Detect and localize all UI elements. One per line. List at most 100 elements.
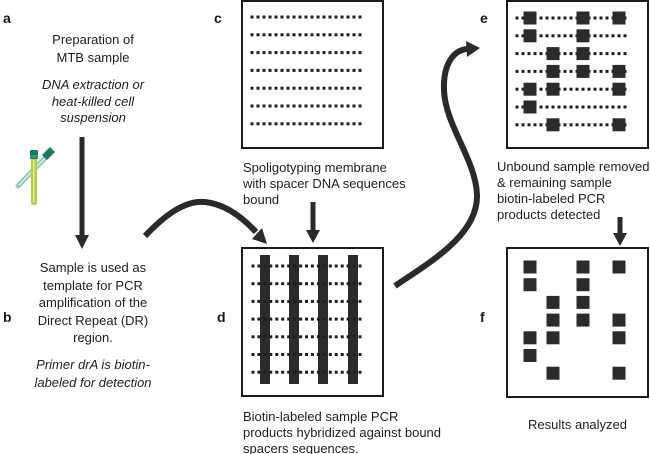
spacer-dot [310,68,314,72]
spacer-dot [605,105,609,109]
spacer-dot [352,51,356,55]
spacer-dot [605,69,609,73]
spacer-dot [316,317,320,321]
spacer-dot [334,353,338,356]
spacer-dot [251,353,255,356]
spacer-dot [269,264,273,268]
spacer-dot [340,264,344,268]
spacer-dot [539,69,543,73]
spacer-dot [293,264,297,268]
spacer-dot [334,68,338,72]
hybridization-signal [546,47,560,61]
hybridization-signal [576,47,590,61]
panel-b-text-line: template for PCR [43,277,143,293]
spacer-dot [250,86,254,90]
spacer-dot [251,282,255,286]
spacer-dot [268,33,272,37]
spacer-dot [256,86,260,90]
spacer-dot [569,87,573,91]
spacer-dot [563,87,567,91]
spacer-dot [316,299,320,303]
spacer-dot [358,104,362,108]
spacer-dot [310,282,314,286]
spacer-dot [263,264,267,268]
panel-label-d: d [217,309,226,325]
spacer-dot [334,86,338,90]
spacer-dot [310,299,314,303]
spacer-dot [316,353,320,356]
spacer-dot [299,299,303,303]
panel-e-caption-line: products detected [497,207,601,222]
spacer-dot [250,122,254,126]
spacer-dot [292,51,296,55]
spacer-dot [287,317,291,321]
spacer-dot [358,68,362,72]
spacer-dot [346,86,350,90]
spacer-dot [617,52,621,56]
spacer-dot [262,51,266,55]
spacer-dots-d [251,264,362,374]
spacer-dot [286,86,290,90]
spacer-dot [557,16,561,20]
spacer-dot [352,86,356,90]
hybridization-signal [546,82,560,96]
spacer-dot [569,52,573,56]
spacer-dot [256,33,260,37]
spacer-dot [316,68,320,72]
spacer-dot [298,15,302,19]
spacer-dot [605,87,609,91]
spacer-dot [257,353,261,356]
membrane-box-c [241,0,384,149]
hybridization-signal [612,64,626,78]
spacer-dot [623,34,627,38]
spacer-dot [322,104,326,108]
spacer-dot [257,317,261,321]
panel-e-caption-line: & remaining sample [497,175,612,190]
hybridization-signal [576,260,590,274]
spacer-dot [298,68,302,72]
spacer-dot [280,15,284,19]
spacer-dot [251,370,255,374]
spacer-dot [257,299,261,303]
spacer-dot [334,299,338,303]
spacer-dot [539,105,543,109]
spacer-dot [521,105,525,109]
spacer-dot [269,353,273,356]
spacer-dot [310,122,314,126]
hybridization-signal [612,313,626,327]
spacer-dot [533,52,537,56]
spacer-dot [304,33,308,37]
spacer-dot [316,86,320,90]
spacer-dot [262,104,266,108]
hybridization-signal [523,82,537,96]
spacer-dot [557,105,561,109]
spacer-dot [287,353,291,356]
spacer-dot [322,86,326,90]
hybridization-signal [546,295,560,309]
panel-d-caption: Biotin-labeled sample PCR products hybri… [243,409,441,454]
spacer-dot [340,282,344,286]
spacer-dot [262,68,266,72]
spacer-dot [358,282,362,286]
spacer-dot [292,68,296,72]
spacer-dot [275,353,279,356]
spacer-dot [251,317,255,321]
spacer-dot [293,370,297,374]
spacer-dot [274,122,278,126]
spacer-dot [281,264,285,268]
spacer-dot [346,68,350,72]
spacer-dot [515,69,519,73]
spacer-dot [305,370,308,374]
spacer-dot [256,51,260,55]
spacer-dot [539,123,543,127]
spacer-dot [521,69,525,73]
spacer-dot [292,86,296,90]
spacer-dot [275,282,279,286]
spacer-dot [611,105,615,109]
spacer-dot [256,122,260,126]
spacer-dot [358,122,362,126]
panel-label-a: a [3,10,11,26]
panel-c-caption-line: bound [243,192,280,207]
spacer-dot [310,15,314,19]
